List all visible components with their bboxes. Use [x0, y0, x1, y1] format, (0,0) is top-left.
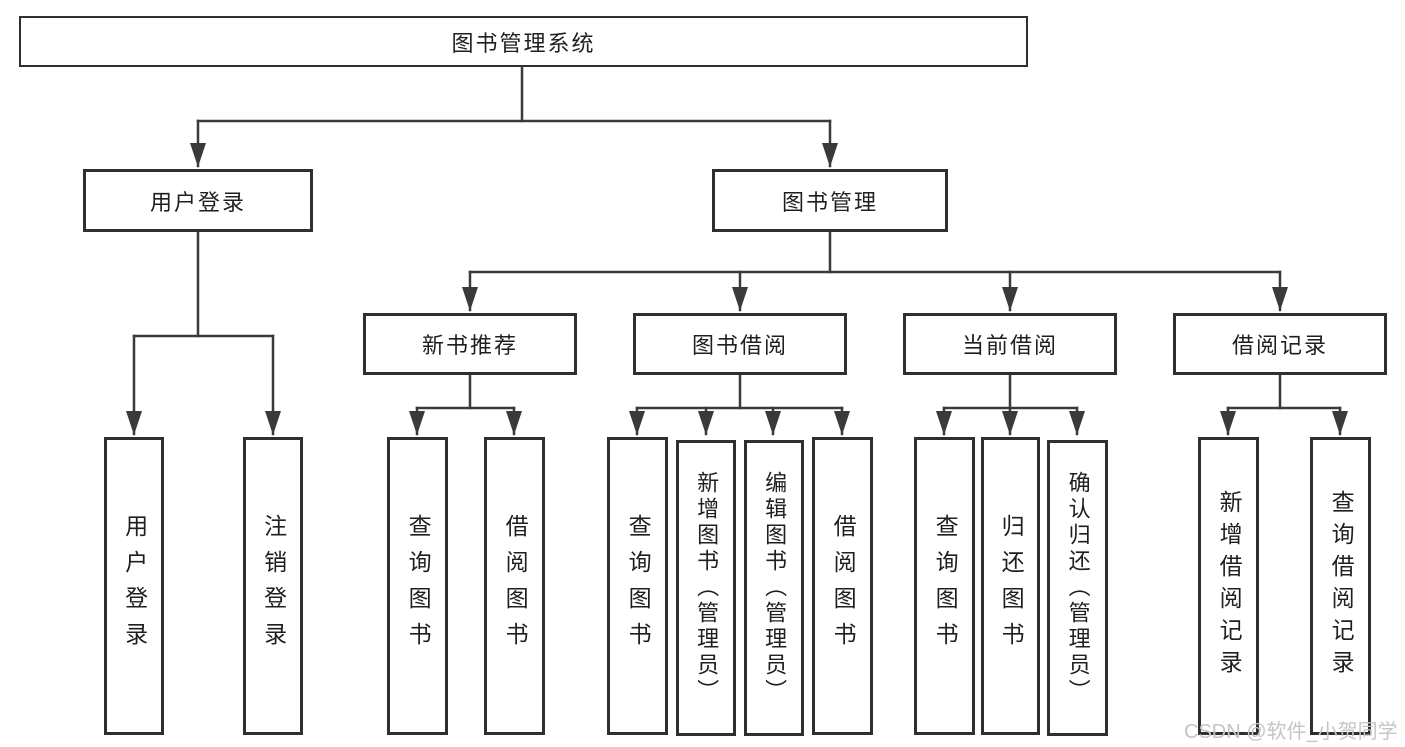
node-new-book-recommend-label: 新书推荐 — [421, 333, 518, 358]
leaf-user-login-label: 用户登录 — [121, 514, 148, 658]
node-current-borrow: 当前借阅 — [903, 313, 1117, 375]
leaf-search-borrow-record-label: 查询借阅记录 — [1328, 490, 1355, 682]
branch-book-management: 图书管理 — [712, 169, 948, 232]
csdn-watermark: CSDN @软件_小贺同学 — [1184, 721, 1398, 743]
node-book-borrow-label: 图书借阅 — [691, 333, 788, 358]
leaf-logout-label: 注销登录 — [260, 514, 287, 658]
leaf-add-book-admin-label: 新增图书（管理员） — [694, 471, 720, 705]
leaf-search-books-recommend-label: 查询图书 — [405, 514, 432, 658]
leaf-search-books-borrow: 查询图书 — [607, 437, 668, 735]
node-current-borrow-label: 当前借阅 — [961, 333, 1058, 358]
root-node-label: 图书管理系统 — [451, 30, 596, 56]
leaf-confirm-return-admin-label: 确认归还（管理员） — [1065, 471, 1091, 705]
leaf-confirm-return-admin: 确认归还（管理员） — [1047, 440, 1108, 736]
leaf-return-book: 归还图书 — [981, 437, 1040, 735]
leaf-add-borrow-record-label: 新增借阅记录 — [1216, 490, 1243, 682]
node-borrow-records-label: 借阅记录 — [1231, 333, 1328, 358]
leaf-add-book-admin: 新增图书（管理员） — [676, 440, 736, 736]
leaf-borrow-book-recommend-label: 借阅图书 — [502, 514, 529, 658]
leaf-edit-book-admin-label: 编辑图书（管理员） — [762, 471, 788, 705]
leaf-search-books-current: 查询图书 — [914, 437, 975, 735]
leaf-search-books-recommend: 查询图书 — [387, 437, 448, 735]
leaf-user-login: 用户登录 — [104, 437, 164, 735]
leaf-borrow-book-label: 借阅图书 — [830, 514, 857, 658]
node-new-book-recommend: 新书推荐 — [363, 313, 577, 375]
leaf-edit-book-admin: 编辑图书（管理员） — [744, 440, 804, 736]
node-borrow-records: 借阅记录 — [1173, 313, 1387, 375]
root-node-library-management-system: 图书管理系统 — [19, 16, 1028, 67]
branch-user-login-label: 用户登录 — [149, 189, 246, 215]
leaf-borrow-book-recommend: 借阅图书 — [484, 437, 545, 735]
leaf-logout: 注销登录 — [243, 437, 303, 735]
leaf-search-borrow-record: 查询借阅记录 — [1310, 437, 1371, 735]
branch-book-management-label: 图书管理 — [781, 189, 878, 215]
node-book-borrow: 图书借阅 — [633, 313, 847, 375]
leaf-borrow-book: 借阅图书 — [812, 437, 873, 735]
leaf-return-book-label: 归还图书 — [998, 514, 1025, 658]
branch-user-login: 用户登录 — [83, 169, 313, 232]
leaf-search-books-borrow-label: 查询图书 — [625, 514, 652, 658]
leaf-search-books-current-label: 查询图书 — [932, 514, 959, 658]
leaf-add-borrow-record: 新增借阅记录 — [1198, 437, 1259, 735]
